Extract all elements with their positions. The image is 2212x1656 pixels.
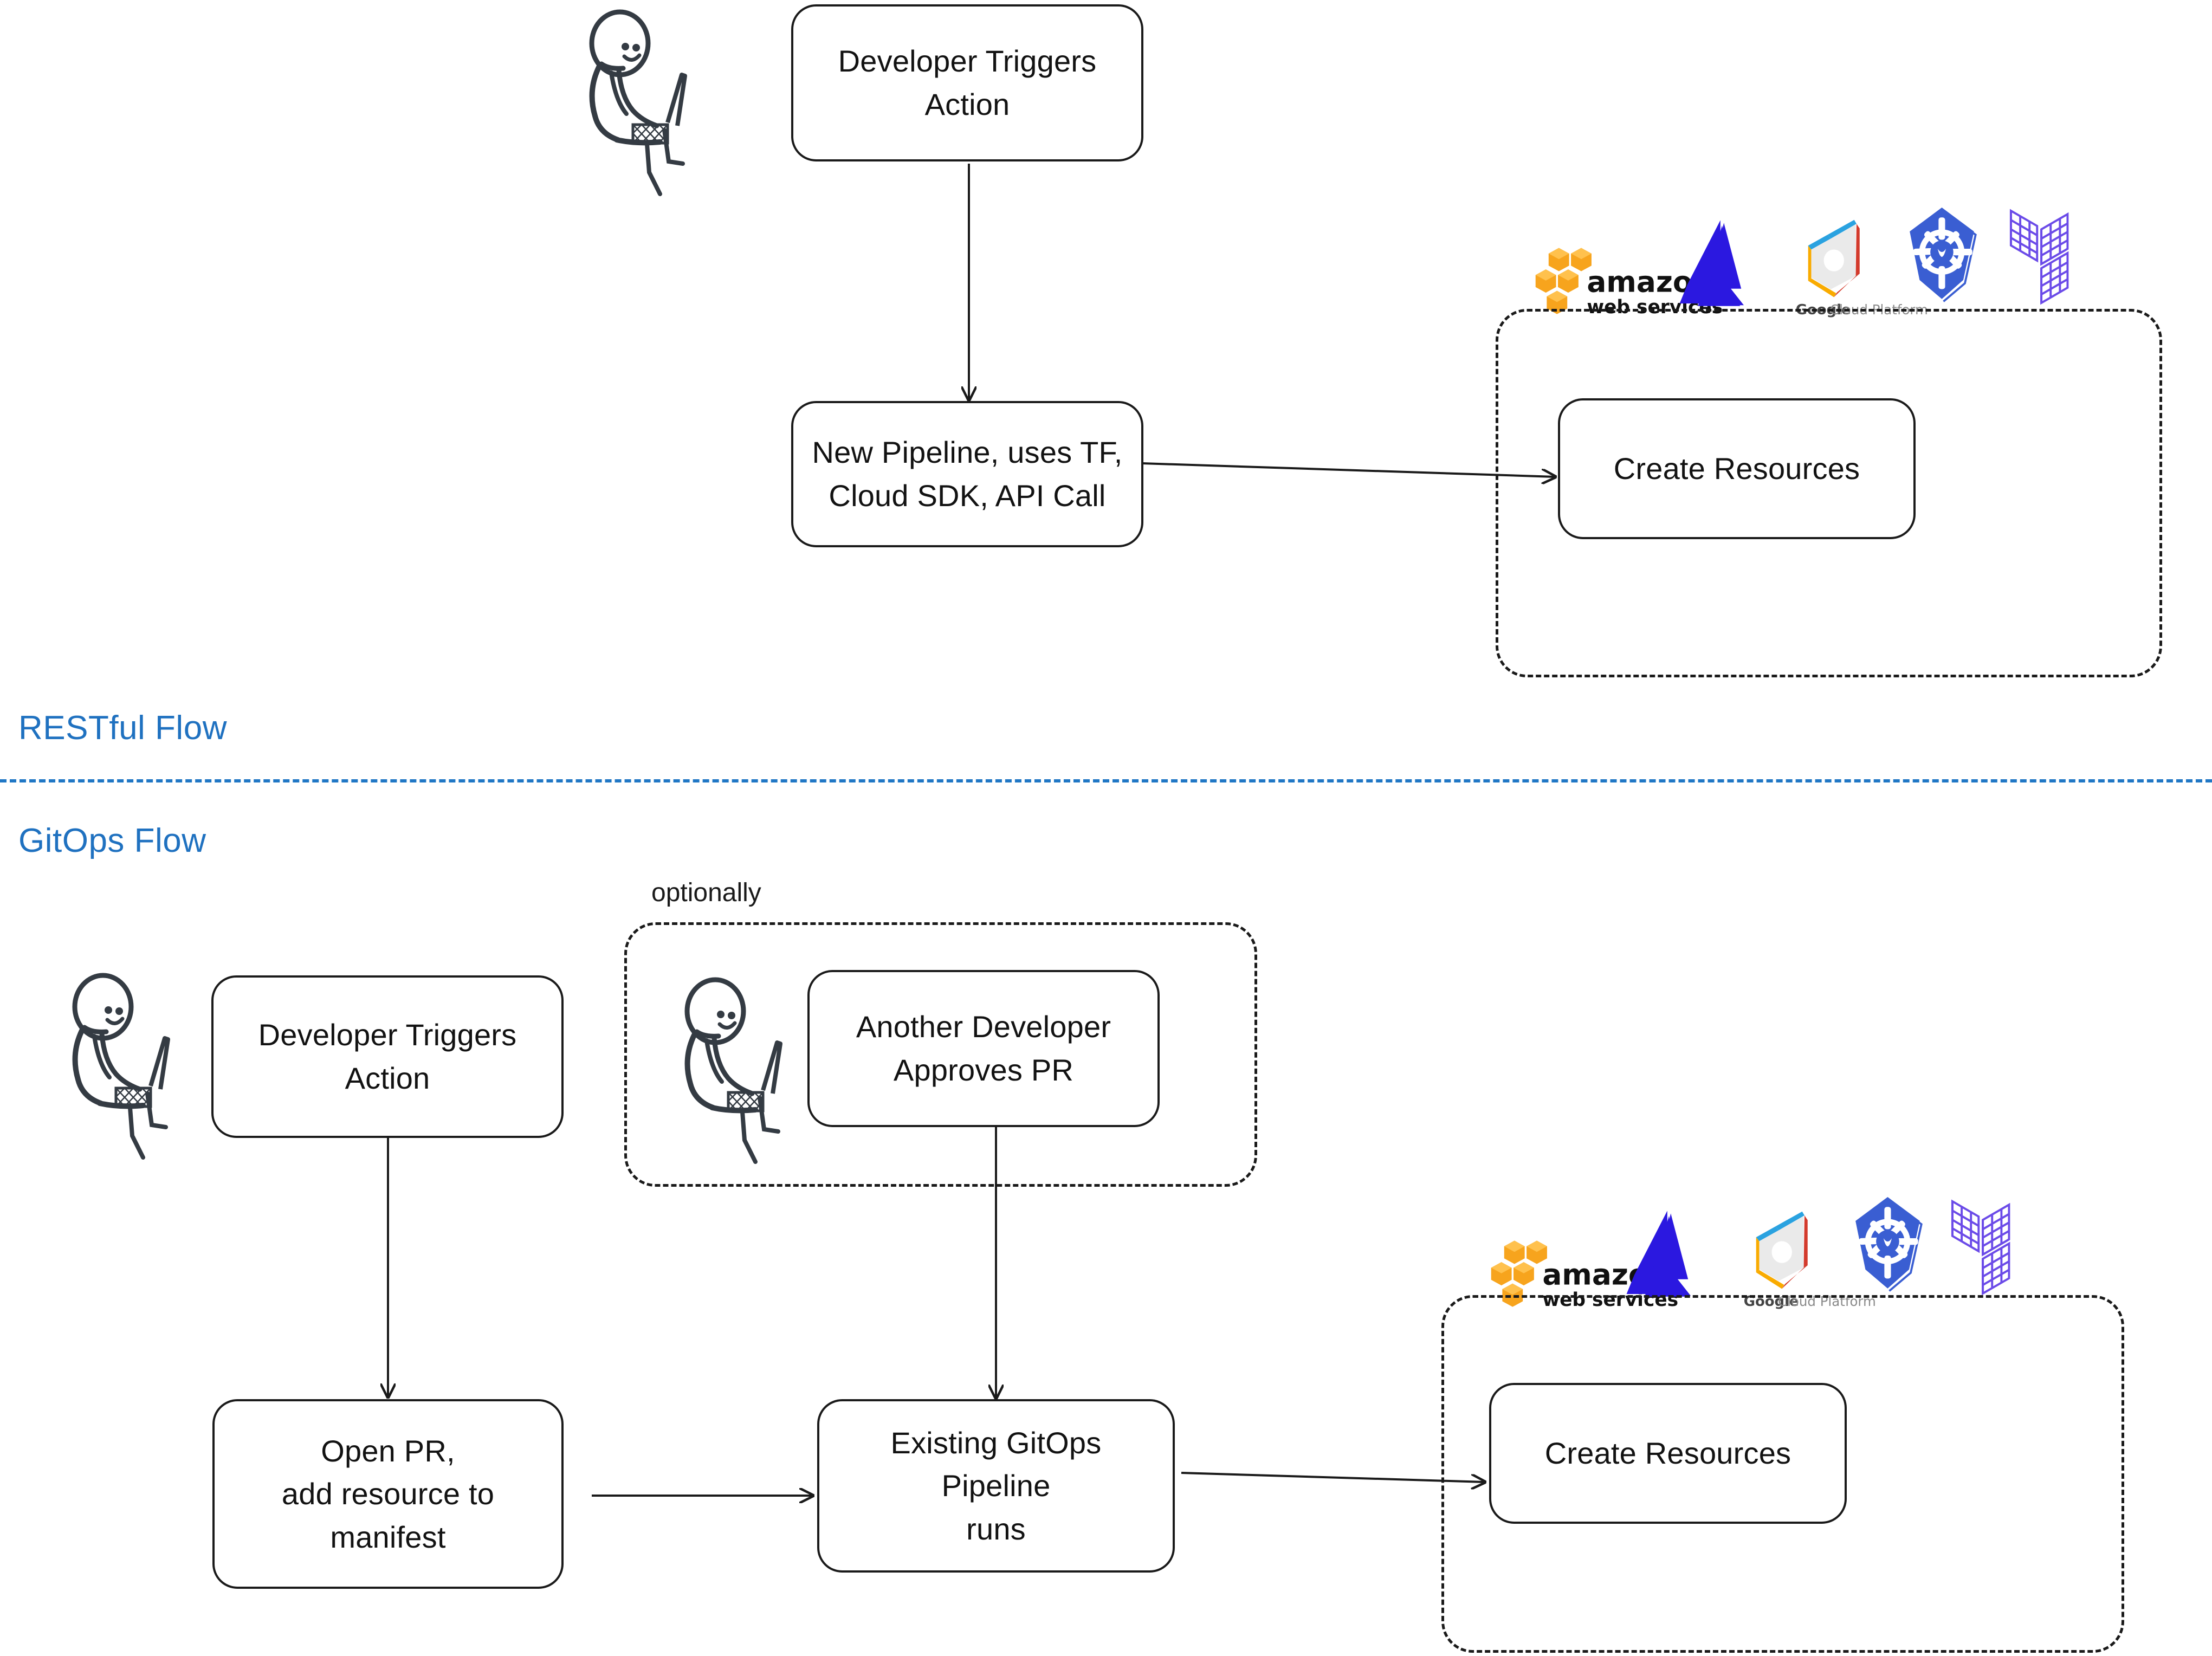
cloud-providers-group-gitops	[1441, 1295, 2124, 1653]
kubernetes-logo	[1855, 1197, 1922, 1291]
section-divider	[0, 779, 2212, 782]
node-label: Developer Triggers Action	[838, 44, 1097, 121]
arrow-pipeline-to-create-resources	[1142, 462, 1555, 477]
developer-figure-gitops	[75, 975, 168, 1157]
node-another-developer-approves-pr[interactable]: Another Developer Approves PR	[807, 970, 1160, 1127]
node-label: Existing GitOps Pipeline runs	[890, 1425, 1102, 1546]
node-label: New Pipeline, uses TF, Cloud SDK, API Ca…	[812, 435, 1123, 513]
optionally-label: optionally	[651, 878, 761, 907]
section-label-gitops: GitOps Flow	[18, 822, 206, 859]
node-new-pipeline[interactable]: New Pipeline, uses TF, Cloud SDK, API Ca…	[791, 401, 1143, 547]
cloud-providers-group-restful	[1496, 309, 2162, 677]
terraform-logo	[2009, 209, 2069, 304]
node-label: Developer Triggers Action	[258, 1018, 517, 1095]
node-create-resources-restful[interactable]: Create Resources	[1558, 398, 1916, 539]
aws-logo	[1535, 248, 1723, 318]
node-label: Create Resources	[1613, 451, 1860, 486]
azure-logo	[1679, 220, 1744, 306]
optional-approval-group	[624, 922, 1257, 1187]
developer-figure-restful	[592, 12, 685, 194]
node-create-resources-gitops[interactable]: Create Resources	[1489, 1383, 1847, 1524]
terraform-logo	[1951, 1200, 2010, 1295]
node-label: Another Developer Approves PR	[856, 1010, 1111, 1087]
node-label: Create Resources	[1544, 1436, 1791, 1471]
node-open-pr[interactable]: Open PR, add resource to manifest	[212, 1399, 564, 1589]
azure-logo	[1626, 1211, 1691, 1297]
node-developer-triggers-action-gitops[interactable]: Developer Triggers Action	[211, 975, 564, 1138]
node-existing-gitops-pipeline[interactable]: Existing GitOps Pipeline runs	[817, 1399, 1175, 1573]
kubernetes-logo	[1910, 208, 1976, 301]
node-label: Open PR, add resource to manifest	[281, 1433, 495, 1554]
arrow-pipeline-to-create-resources-gitops	[1181, 1472, 1485, 1482]
section-label-restful: RESTful Flow	[18, 709, 227, 747]
node-developer-triggers-action-restful[interactable]: Developer Triggers Action	[791, 4, 1143, 161]
gcp-logo	[1795, 219, 1928, 318]
